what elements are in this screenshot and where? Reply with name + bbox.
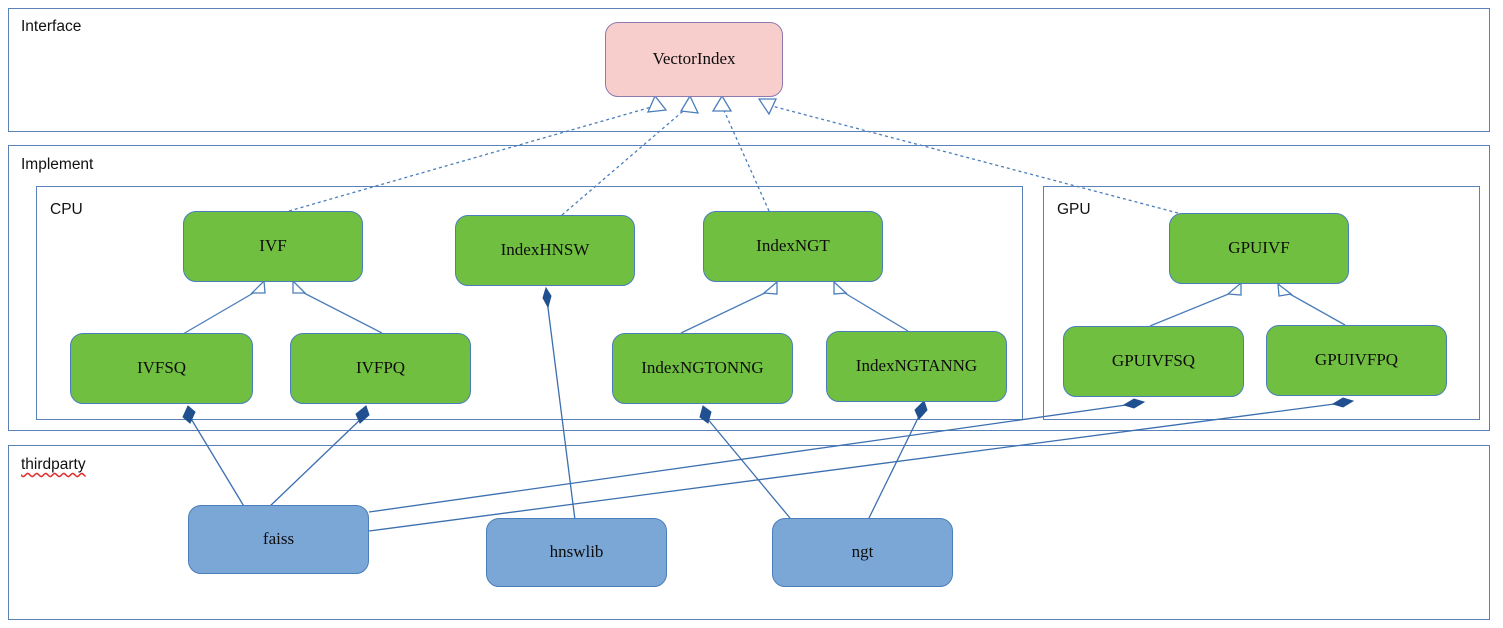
node-vectorindex[interactable]: VectorIndex <box>605 22 783 97</box>
group-gpu-label: GPU <box>1057 201 1091 218</box>
node-ivfpq[interactable]: IVFPQ <box>290 333 471 404</box>
node-faiss[interactable]: faiss <box>188 505 369 574</box>
group-implement-label: Implement <box>21 156 94 173</box>
node-gpuivf[interactable]: GPUIVF <box>1169 213 1349 284</box>
node-gpuivfsq[interactable]: GPUIVFSQ <box>1063 326 1244 397</box>
node-indexngtonng[interactable]: IndexNGTONNG <box>612 333 793 404</box>
node-indexhnsw[interactable]: IndexHNSW <box>455 215 635 286</box>
node-hnswlib[interactable]: hnswlib <box>486 518 667 587</box>
node-ivfsq[interactable]: IVFSQ <box>70 333 253 404</box>
group-thirdparty-label: thirdparty <box>21 456 86 473</box>
node-gpuivfpq[interactable]: GPUIVFPQ <box>1266 325 1447 396</box>
group-interface-label: Interface <box>21 18 82 35</box>
node-ngt[interactable]: ngt <box>772 518 953 587</box>
node-indexngt[interactable]: IndexNGT <box>703 211 883 282</box>
node-indexngtanng[interactable]: IndexNGTANNG <box>826 331 1007 402</box>
node-ivf[interactable]: IVF <box>183 211 363 282</box>
group-cpu-label: CPU <box>50 201 83 218</box>
